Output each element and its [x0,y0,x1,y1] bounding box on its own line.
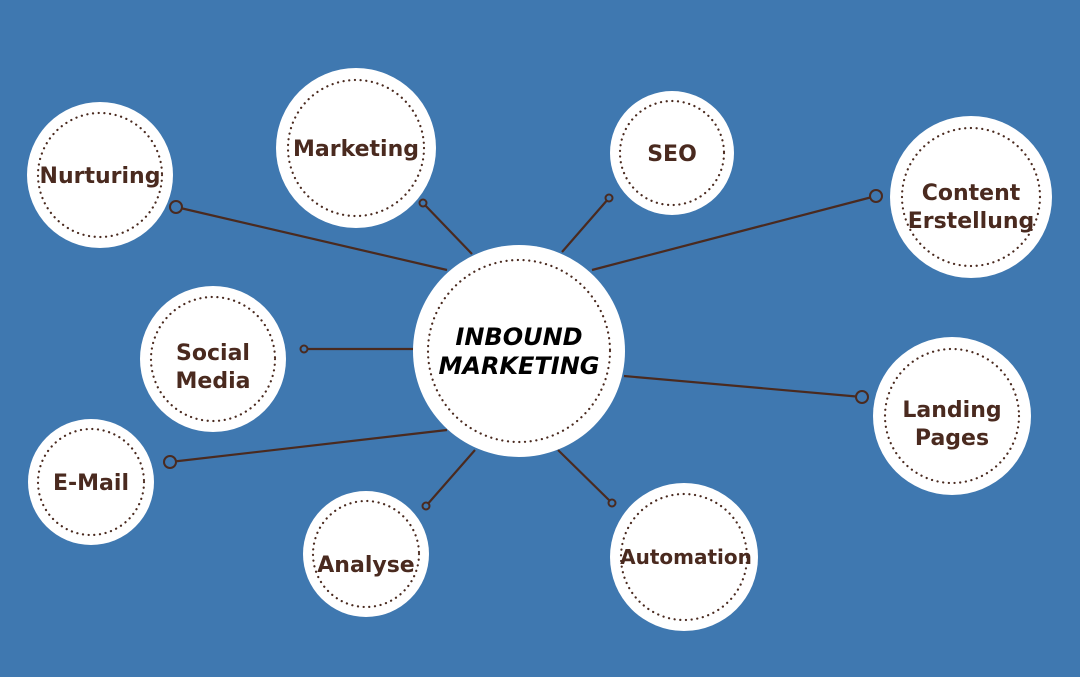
link-end-analyse [421,501,431,511]
center-node: INBOUND MARKETING [413,245,625,457]
link-end-social [299,344,309,354]
link-end-automation [607,498,617,508]
node-automation: Automation [610,483,758,631]
link-end-nurturing [169,200,183,214]
link-end-marketing [418,198,428,208]
node-marketing: Marketing [276,68,436,228]
link-end-content [869,189,883,203]
node-label: Marketing [293,137,419,162]
link-content [591,194,877,272]
node-email: E-Mail [28,419,154,545]
node-analyse: Analyse [303,491,429,617]
node-label-line1: Content [922,181,1021,206]
node-label: SEO [647,142,697,167]
link-end-email [163,455,177,469]
link-nurturing [175,205,448,272]
center-title-line1: INBOUND [455,323,582,351]
link-automation [557,449,613,504]
node-label-line2: Pages [915,426,989,451]
node-label-line2: Media [176,369,251,394]
node-label: Automation [620,545,752,569]
link-end-landing [855,390,869,404]
link-marketing [422,202,473,255]
link-email [169,428,448,464]
node-label: E-Mail [53,471,129,496]
node-label-line1: Landing [902,398,1001,423]
link-analyse [425,449,476,507]
node-label-line1: Social [176,341,250,366]
node-label: Nurturing [40,164,161,189]
node-label: Analyse [317,553,414,578]
node-nurturing: Nurturing [27,102,173,248]
node-seo: SEO [610,91,734,215]
center-title-line2: MARKETING [438,352,599,380]
node-label-line2: Erstellung [908,209,1035,234]
node-landing-pages: Landing Pages [873,337,1031,495]
connectors [163,189,883,511]
link-seo [561,197,610,253]
node-social-media: Social Media [140,286,286,432]
link-end-seo [604,193,614,203]
link-landing [623,374,863,399]
node-content-erstellung: Content Erstellung [890,116,1052,278]
